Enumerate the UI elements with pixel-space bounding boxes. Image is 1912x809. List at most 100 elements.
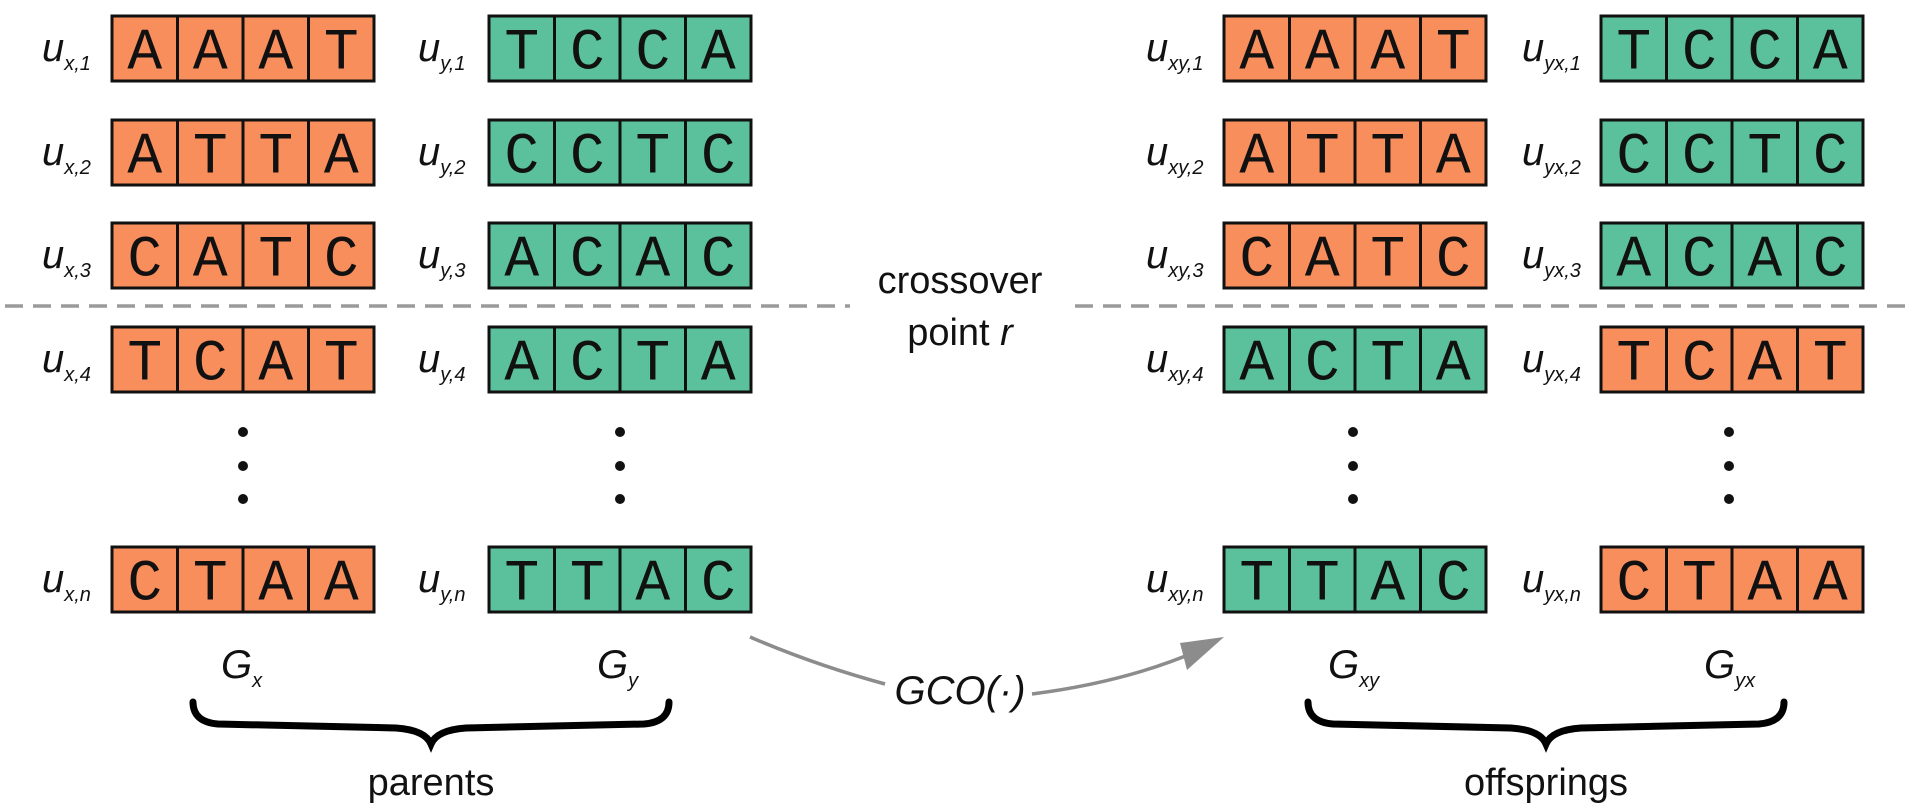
row-label-main: u — [418, 557, 440, 601]
sequence-cell — [684, 14, 753, 83]
nucleotide: A — [701, 333, 736, 398]
row-label: ux,4 — [42, 337, 91, 386]
sequence-cell — [1665, 14, 1734, 83]
group-label: Gy — [597, 643, 639, 692]
sequence-cell — [1353, 14, 1422, 83]
ellipsis-dot — [615, 427, 625, 437]
row-label: uy,4 — [418, 337, 465, 386]
row-label-main: u — [1146, 557, 1168, 601]
nucleotide: C — [1305, 333, 1340, 398]
sequence-cell — [1796, 14, 1865, 83]
row-label-sub: yx,1 — [1542, 53, 1581, 75]
nucleotide: A — [635, 229, 670, 294]
nucleotide: C — [1616, 126, 1651, 191]
row-label-main: u — [1522, 337, 1544, 381]
sequence-cell — [1730, 545, 1799, 614]
nucleotide: A — [127, 126, 162, 191]
sequence-cell — [1222, 14, 1291, 83]
row-label-main: u — [42, 557, 64, 601]
row-label-sub: yx,4 — [1542, 364, 1581, 386]
parents-caption: parents — [368, 762, 495, 804]
nucleotide: C — [701, 126, 736, 191]
gco-operator-label: GCO(·) — [894, 669, 1025, 713]
row-label: ux,3 — [42, 233, 91, 282]
row-label: uxy,n — [1146, 557, 1203, 606]
sequence-cell — [1222, 221, 1291, 290]
row-label-main: u — [1146, 337, 1168, 381]
sequence-cell — [1288, 545, 1357, 614]
nucleotide: T — [324, 22, 359, 87]
group-label: Gx — [221, 643, 263, 692]
row-label-main: u — [418, 233, 440, 277]
sequence-cell — [684, 325, 753, 394]
row-label: ux,1 — [42, 26, 91, 75]
sequence-cell — [1599, 325, 1668, 394]
sequence-cell — [307, 545, 376, 614]
row-label: uy,3 — [418, 233, 465, 282]
sequence-cell — [1288, 325, 1357, 394]
row-label-sub: x,1 — [63, 53, 91, 75]
sequence-cell — [1288, 14, 1357, 83]
row-label-main: u — [42, 233, 64, 277]
group-label-sub: y — [626, 670, 639, 692]
row-label: uyx,3 — [1522, 233, 1581, 282]
row-label: uxy,2 — [1146, 130, 1203, 179]
gco-arrow-right — [1031, 650, 1196, 696]
sequence-cell — [618, 545, 687, 614]
sequence-cell — [1419, 545, 1488, 614]
row-label: uxy,1 — [1146, 26, 1203, 75]
ellipsis-dot — [1348, 427, 1358, 437]
nucleotide: C — [1239, 229, 1274, 294]
nucleotide: A — [258, 22, 293, 87]
nucleotide: T — [1616, 333, 1651, 398]
nucleotide: A — [1239, 333, 1274, 398]
row-label: uyx,2 — [1522, 130, 1581, 179]
nucleotide: A — [193, 229, 228, 294]
row-label-main: u — [1522, 233, 1544, 277]
gco-arrow-left — [749, 635, 886, 686]
group-label-main: G — [1328, 643, 1359, 687]
sequence-cell — [307, 118, 376, 187]
sequence-cell — [1665, 221, 1734, 290]
row-label-sub: x,3 — [63, 260, 91, 282]
nucleotide: A — [701, 22, 736, 87]
nucleotide: T — [635, 126, 670, 191]
nucleotide: T — [1305, 553, 1340, 618]
nucleotide: C — [1813, 229, 1848, 294]
row-label-main: u — [1522, 26, 1544, 70]
sequence-cell — [487, 221, 556, 290]
group-label-main: G — [221, 643, 252, 687]
sequence-cell — [553, 325, 622, 394]
nucleotide: C — [1436, 553, 1471, 618]
row-label-sub: xy,4 — [1167, 364, 1203, 386]
sequence-cell — [1222, 118, 1291, 187]
row-label-main: u — [418, 337, 440, 381]
nucleotide: T — [1616, 22, 1651, 87]
sequence-cell — [1796, 118, 1865, 187]
nucleotide: C — [324, 229, 359, 294]
nucleotide: T — [258, 229, 293, 294]
nucleotide: T — [1747, 126, 1782, 191]
row-label-sub: x,2 — [63, 157, 91, 179]
sequence-cell — [684, 118, 753, 187]
sequence-cell — [241, 118, 310, 187]
row-label-sub: y,1 — [438, 53, 465, 75]
sequence-cell — [1796, 545, 1865, 614]
row-label-sub: x,4 — [63, 364, 91, 386]
row-label: uyx,1 — [1522, 26, 1581, 75]
sequence-cell — [1730, 118, 1799, 187]
nucleotide: A — [1370, 553, 1405, 618]
sequence-cell — [1730, 325, 1799, 394]
nucleotide: A — [635, 553, 670, 618]
nucleotide: A — [1239, 126, 1274, 191]
